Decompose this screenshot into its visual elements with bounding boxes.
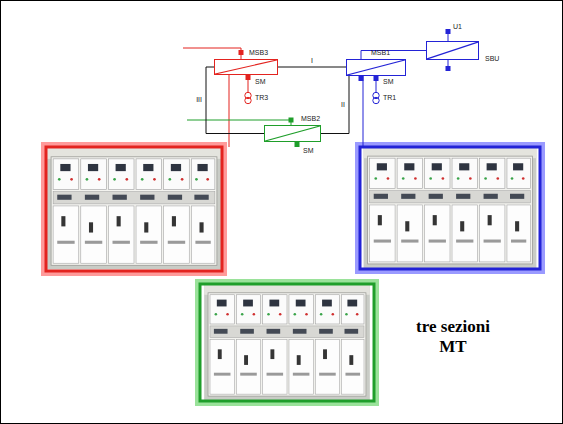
- switchboard-photo-green: [198, 282, 376, 403]
- switchboard-symbol: MSB1: [346, 59, 406, 76]
- switch-diagonal: [215, 60, 277, 74]
- supply-label: U1: [453, 23, 462, 31]
- switch-diagonal: [265, 126, 320, 141]
- transformer-label: TR1: [383, 94, 396, 102]
- device-label: SM: [255, 78, 266, 86]
- line-number: II: [340, 101, 346, 109]
- switchboard-name: MSB3: [249, 49, 268, 57]
- switchboard-symbol: MSB2: [264, 125, 321, 142]
- busbar-connection: [321, 76, 349, 134]
- switchboard-name: MSB2: [301, 115, 320, 123]
- busbar-connection: [278, 67, 346, 68]
- switchboard-photo-red: [44, 145, 224, 273]
- switch-diagonal: [347, 60, 405, 75]
- line-number: I: [310, 57, 314, 65]
- busbar-connection: [361, 51, 426, 60]
- line-number: III: [195, 96, 203, 104]
- transformer-label: TR3: [255, 94, 268, 102]
- switchboard-symbol: MSB3: [214, 59, 278, 75]
- switchboard-name: MSB1: [371, 49, 390, 57]
- device-label: SM: [303, 147, 314, 155]
- switch-diagonal: [427, 42, 478, 59]
- switchboard-name: SBU: [485, 55, 499, 63]
- device-label: SM: [383, 78, 394, 86]
- switchboard-symbol: SBU: [426, 41, 479, 60]
- slide-caption-text: tre sezioni MT: [401, 317, 505, 357]
- switchboard-photo-blue: [358, 145, 542, 271]
